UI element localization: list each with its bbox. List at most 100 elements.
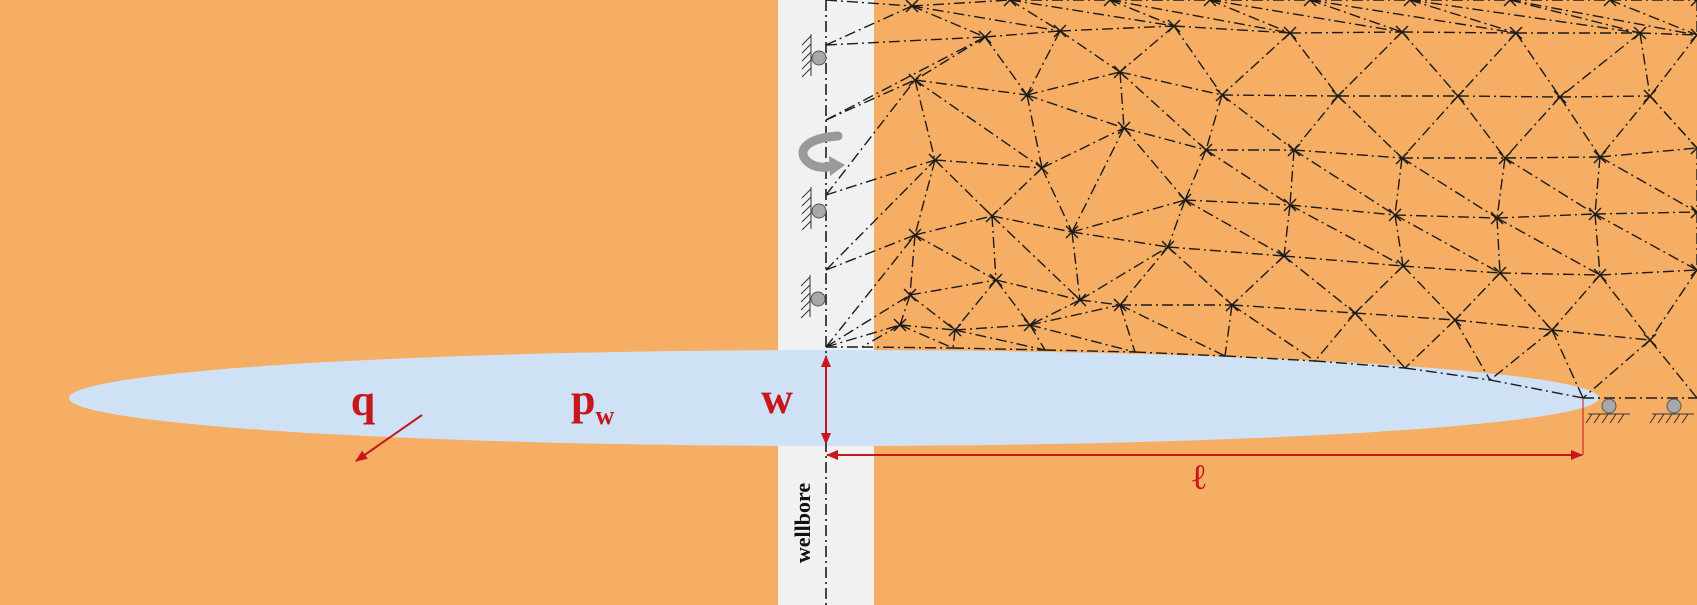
mesh-edge <box>1639 32 1697 36</box>
pressure-label: pw <box>571 375 614 430</box>
mesh-edge <box>1496 213 1596 219</box>
mesh-edge <box>1609 0 1697 36</box>
mesh-edge <box>1409 0 1517 34</box>
mesh-edge <box>1209 0 1291 34</box>
mesh-edge <box>1231 304 1316 362</box>
mesh-edge <box>1354 312 1406 369</box>
mesh-edge <box>1026 30 1061 96</box>
mesh-edge <box>825 159 936 196</box>
mesh-nodes <box>893 0 1697 347</box>
mesh-node-mark <box>1117 121 1131 135</box>
roller-support-icon <box>801 187 827 231</box>
mesh-edge <box>1599 156 1697 213</box>
mesh-edge <box>934 159 993 217</box>
mesh-edge <box>1314 312 1356 362</box>
mesh-edge <box>1221 32 1291 96</box>
mesh-edge <box>1559 95 1651 98</box>
mesh-node-mark <box>1108 0 1117 7</box>
rotation-arrow-icon <box>798 131 845 176</box>
mesh-edge <box>1504 157 1596 215</box>
pressure-subscript: w <box>595 401 614 430</box>
mesh-node-mark <box>1690 141 1697 150</box>
mesh-edge <box>1509 0 1697 36</box>
mesh-edge <box>1119 246 1169 306</box>
mesh-edge <box>1409 0 1641 34</box>
mesh-edge <box>1394 214 1498 219</box>
mesh-edge <box>1454 272 1501 321</box>
mesh-edge <box>954 279 997 331</box>
mesh-edge <box>1594 213 1697 271</box>
mesh-edge <box>1184 199 1285 257</box>
mesh-edge <box>911 0 1011 7</box>
mesh-edge <box>952 329 956 349</box>
mesh-edge <box>1224 304 1233 357</box>
mesh-node-mark <box>1388 208 1402 222</box>
mesh-edge <box>991 167 1043 217</box>
mesh-edge <box>1221 94 1295 151</box>
length-label: ℓ <box>1192 457 1206 497</box>
mesh-node-mark <box>1113 298 1127 312</box>
mesh-edge <box>1026 94 1043 169</box>
mesh-node-mark <box>1603 0 1612 7</box>
mesh-node-mark <box>1508 0 1517 7</box>
mesh-edge <box>1289 204 1396 216</box>
mesh-edge <box>861 346 954 349</box>
mesh-node-mark <box>948 323 962 337</box>
mesh-edge <box>1551 329 1651 341</box>
mesh-edge <box>1394 214 1404 267</box>
roller-support-icon <box>801 34 827 78</box>
wellbore-label: wellbore <box>790 483 815 563</box>
mesh-edge <box>954 324 1031 331</box>
mesh-node-mark <box>1593 268 1607 282</box>
mesh-node-mark <box>1287 143 1301 157</box>
mesh-edge <box>1293 149 1396 216</box>
mesh-edge <box>1289 32 1339 97</box>
mesh-node-mark <box>1593 150 1607 164</box>
mesh-edge <box>1515 32 1561 98</box>
mesh-node-mark <box>1225 298 1239 312</box>
mesh-edge <box>1401 31 1517 34</box>
mesh-edge <box>1404 319 1456 369</box>
mesh-edge <box>1123 127 1186 201</box>
mesh-edge <box>1457 95 1561 98</box>
mesh-edge <box>1184 149 1207 201</box>
mesh-edge <box>1402 265 1456 321</box>
mesh-node-mark <box>905 0 919 13</box>
flux-label: q <box>351 376 376 425</box>
mesh-edge <box>1221 94 1339 97</box>
mesh-edge <box>1496 217 1601 276</box>
mesh-node-mark <box>1113 65 1127 79</box>
mesh-edge <box>1404 367 1491 381</box>
mesh-edge <box>825 0 913 7</box>
mesh-node-mark <box>1498 151 1512 165</box>
mesh-edge <box>1649 95 1697 149</box>
mesh-edge <box>1283 204 1291 257</box>
mesh-edge <box>991 215 997 281</box>
mesh-node-mark <box>1308 0 1317 7</box>
mesh-edge <box>914 79 1043 169</box>
mesh-edge <box>1454 319 1491 381</box>
mesh-node-mark <box>908 73 922 87</box>
mesh-node-mark <box>1277 249 1291 263</box>
mesh-edge <box>899 324 954 349</box>
mesh-edge <box>1289 31 1403 34</box>
mesh-node-mark <box>1643 333 1657 347</box>
mesh-node-mark <box>989 273 1003 287</box>
mesh-edge <box>1504 96 1561 159</box>
mesh-node-mark <box>1553 90 1567 104</box>
mesh-edge <box>954 329 1046 351</box>
mesh-edge <box>825 5 913 46</box>
mesh-edge <box>1071 127 1125 233</box>
mesh-node-mark <box>985 209 999 223</box>
mesh-node-mark <box>1215 88 1229 102</box>
mesh-edge <box>825 79 916 121</box>
mesh-edge <box>1582 339 1651 399</box>
mesh-node-mark <box>1395 25 1409 39</box>
mesh-edge <box>1496 217 1501 274</box>
mesh-node-mark <box>1348 306 1362 320</box>
mesh-edge <box>991 215 1073 233</box>
mesh-node-mark <box>1690 28 1697 37</box>
mesh-node-mark <box>903 288 917 302</box>
mesh-edge <box>1496 157 1506 219</box>
